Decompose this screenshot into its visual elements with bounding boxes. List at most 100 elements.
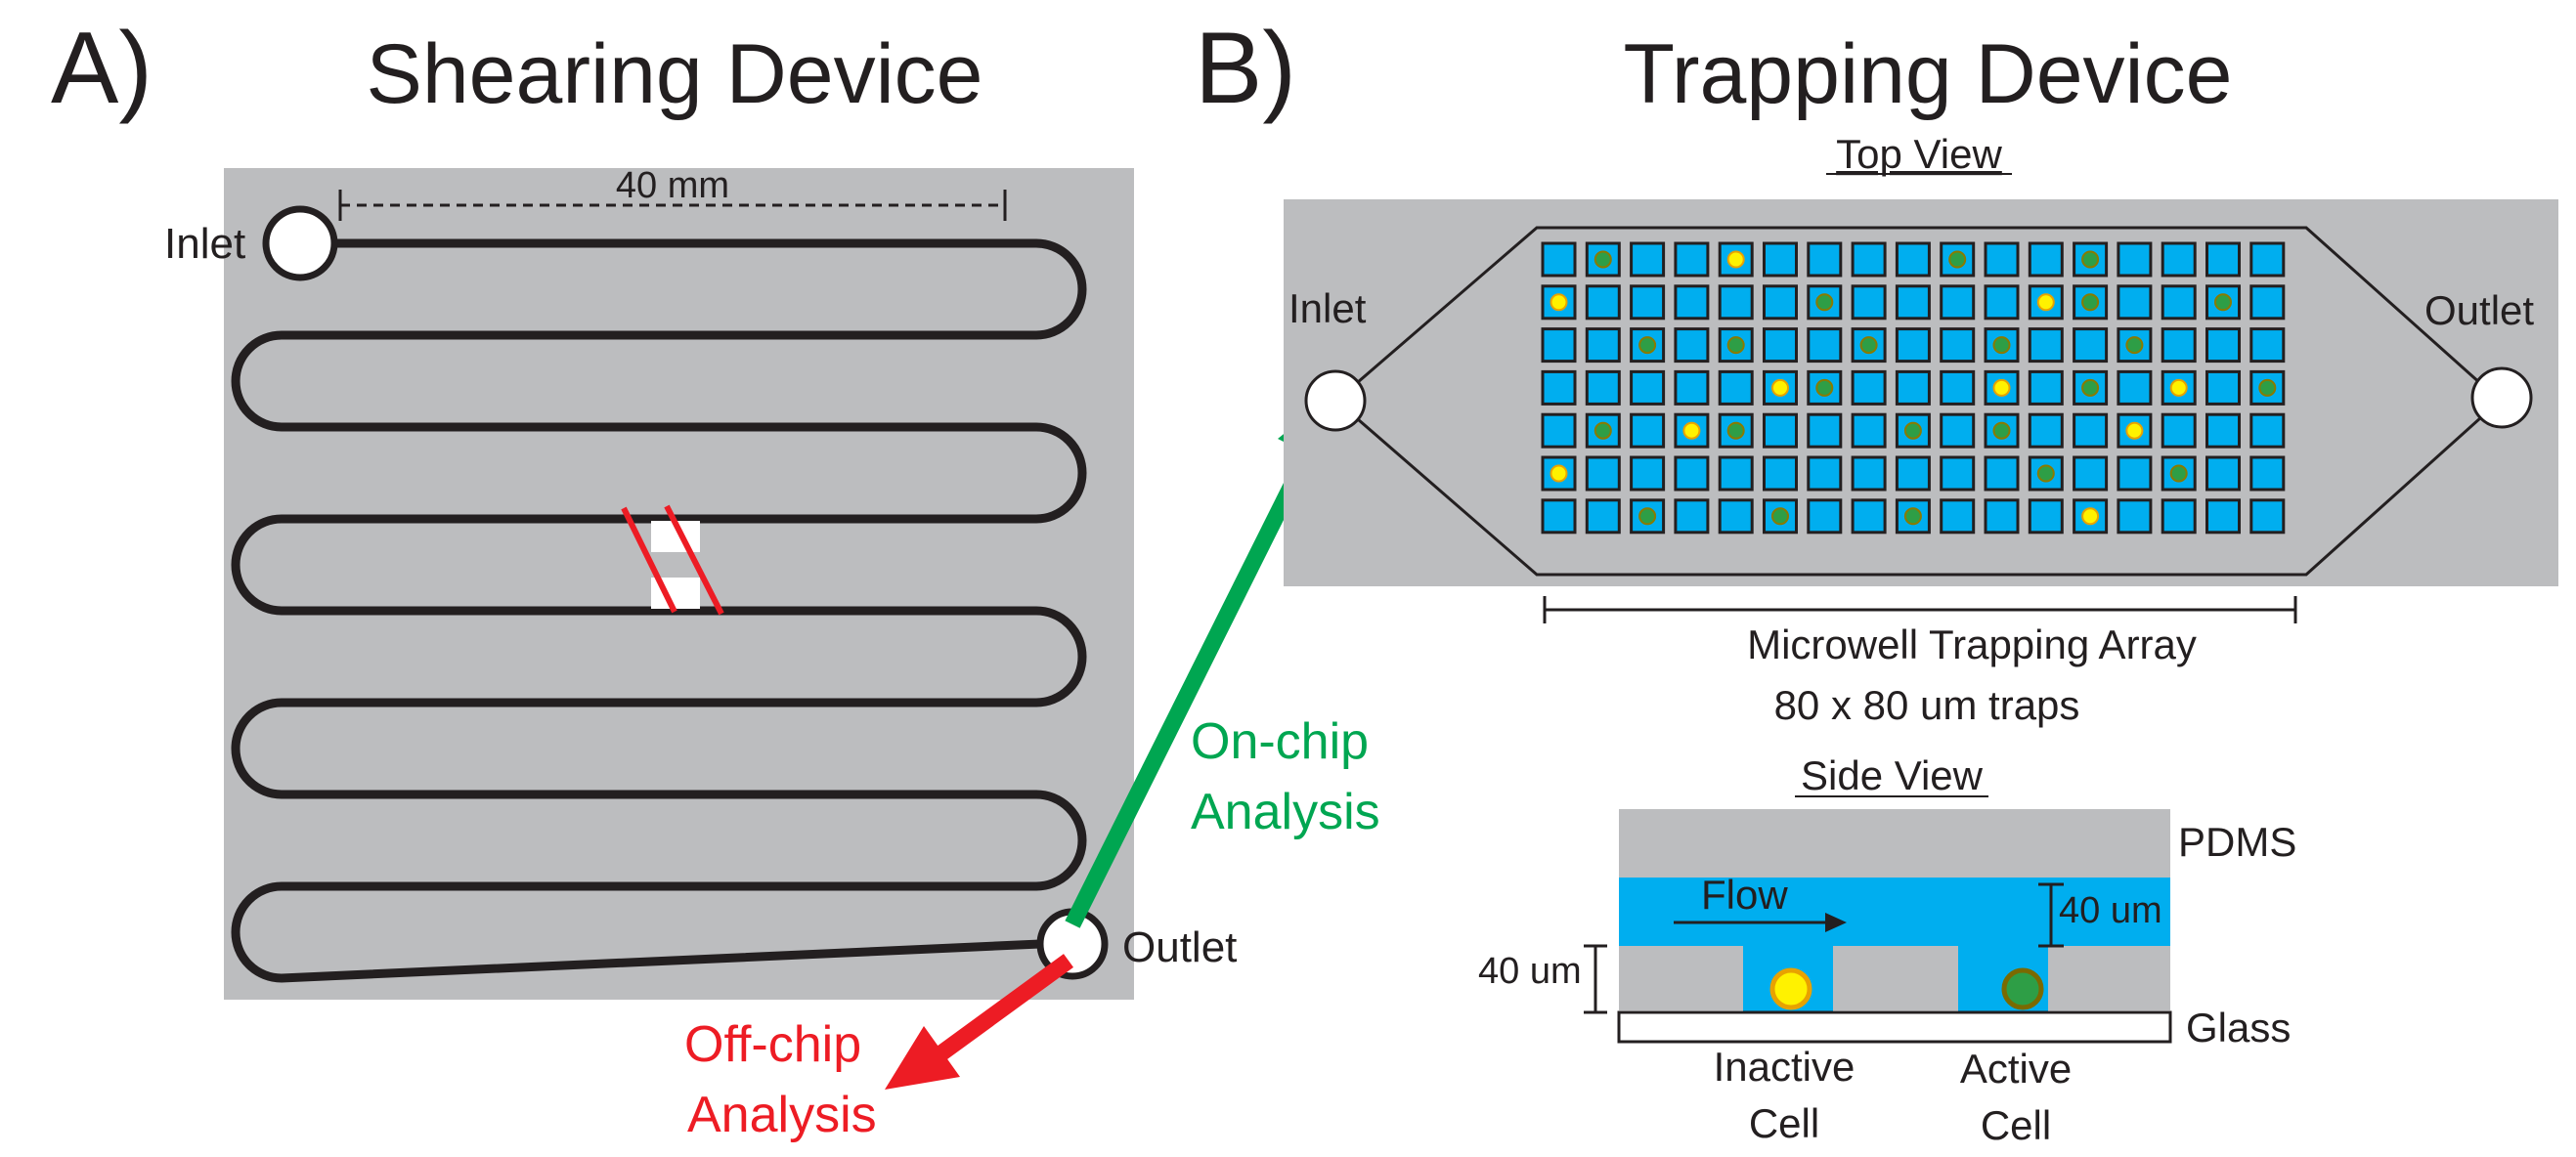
active-cell bbox=[1903, 507, 1922, 526]
microwell bbox=[1630, 284, 1666, 321]
microwell bbox=[1763, 412, 1798, 449]
trapping-inlet-label: Inlet bbox=[1288, 285, 1367, 331]
glass-label: Glass bbox=[2186, 1005, 2291, 1050]
microwell bbox=[1895, 369, 1931, 406]
inactive-label-line2: Cell bbox=[1749, 1100, 1819, 1146]
microwell bbox=[1940, 369, 1976, 406]
microwell bbox=[1674, 284, 1710, 321]
active-cell bbox=[1638, 507, 1657, 526]
microwell bbox=[2205, 327, 2241, 364]
off-chip-label-line1: Off-chip bbox=[684, 1016, 861, 1073]
off-chip-label-line2: Analysis bbox=[687, 1087, 877, 1143]
microwell bbox=[2249, 327, 2286, 364]
microwell bbox=[1630, 412, 1666, 449]
microwell bbox=[2161, 241, 2197, 278]
pdms-label: PDMS bbox=[2178, 819, 2296, 865]
microwell bbox=[1585, 498, 1621, 535]
inactive-cell bbox=[1992, 378, 2011, 397]
glass-layer bbox=[1617, 1010, 2172, 1044]
off-chip-arrowhead bbox=[885, 1026, 960, 1090]
microwell bbox=[1940, 498, 1976, 535]
microwell bbox=[1984, 241, 2020, 278]
inactive-cell bbox=[2125, 421, 2144, 440]
microwell-grid bbox=[1541, 241, 2286, 535]
microwell bbox=[2205, 412, 2241, 449]
microwell bbox=[1851, 455, 1887, 492]
array-dimension-bar bbox=[1543, 596, 2297, 623]
microwell bbox=[2073, 455, 2109, 492]
microwell bbox=[1718, 284, 1754, 321]
active-cell bbox=[2214, 293, 2232, 312]
microwell bbox=[1940, 327, 1976, 364]
microwell bbox=[2161, 284, 2197, 321]
active-cell bbox=[2081, 378, 2100, 397]
active-cell bbox=[1771, 507, 1789, 526]
flow-arrow bbox=[1674, 913, 1847, 932]
active-cell bbox=[1903, 421, 1922, 440]
microwell bbox=[1851, 241, 1887, 278]
microwell bbox=[1674, 412, 1710, 449]
active-cell bbox=[1594, 421, 1612, 440]
scale-bar-label: 40 mm bbox=[616, 165, 729, 206]
microwell bbox=[2249, 412, 2286, 449]
trapping-outlet-label: Outlet bbox=[2424, 287, 2534, 333]
active-cell bbox=[2081, 250, 2100, 269]
microwell bbox=[2117, 369, 2153, 406]
panel-a-letter: A) bbox=[51, 12, 153, 125]
microwell bbox=[1984, 412, 2020, 449]
active-cell bbox=[1948, 250, 1967, 269]
microwell bbox=[1585, 327, 1621, 364]
microwell bbox=[1763, 455, 1798, 492]
microwell bbox=[2028, 412, 2064, 449]
shearing-outlet-label: Outlet bbox=[1122, 923, 1237, 971]
microwell bbox=[2073, 241, 2109, 278]
microwell bbox=[2028, 498, 2064, 535]
side-view-label: Side View bbox=[1801, 752, 1984, 798]
microwell bbox=[1851, 369, 1887, 406]
active-cell bbox=[1815, 378, 1834, 397]
panel-a: A) Shearing Device 40 mm Inlet Outlet bbox=[51, 12, 1380, 1143]
microwell bbox=[1984, 455, 2020, 492]
microwell bbox=[1674, 498, 1710, 535]
inactive-cell bbox=[2081, 507, 2100, 526]
microwell bbox=[1630, 369, 1666, 406]
microwell bbox=[1940, 412, 1976, 449]
microwell bbox=[1895, 241, 1931, 278]
flow-channel bbox=[1619, 878, 2170, 946]
microwell bbox=[2205, 498, 2241, 535]
active-cell bbox=[1992, 421, 2011, 440]
panel-a-title: Shearing Device bbox=[366, 27, 982, 121]
microwell bbox=[1807, 455, 1843, 492]
microwell bbox=[1718, 498, 1754, 535]
microwell bbox=[2028, 241, 2064, 278]
microwell bbox=[2117, 284, 2153, 321]
top-view-label: Top View bbox=[1836, 131, 2002, 177]
microwell bbox=[1541, 241, 1577, 278]
microwell bbox=[1585, 412, 1621, 449]
channel-height-bracket bbox=[2038, 882, 2064, 948]
microwell bbox=[2073, 284, 2109, 321]
microwell bbox=[1807, 327, 1843, 364]
on-chip-arrow bbox=[1065, 450, 1315, 928]
panel-b-title: Trapping Device bbox=[1624, 27, 2233, 121]
active-cell bbox=[2169, 464, 2188, 483]
microwell bbox=[2249, 498, 2286, 535]
microwell bbox=[1763, 241, 1798, 278]
microwell bbox=[1763, 284, 1798, 321]
microwell bbox=[1674, 455, 1710, 492]
active-cell bbox=[2258, 378, 2277, 397]
inactive-label-line1: Inactive bbox=[1714, 1044, 1856, 1090]
microwell bbox=[2161, 412, 2197, 449]
microwell bbox=[2205, 455, 2241, 492]
microwell bbox=[1895, 327, 1931, 364]
inactive-cell bbox=[1682, 421, 1701, 440]
microwell bbox=[1851, 412, 1887, 449]
active-cell bbox=[1726, 421, 1745, 440]
panel-b: B) Trapping Device Top View Inlet Outlet… bbox=[1195, 12, 2558, 1148]
inactive-cell bbox=[1726, 250, 1745, 269]
active-cell bbox=[1726, 336, 1745, 355]
microwell bbox=[2205, 369, 2241, 406]
microwell bbox=[1940, 455, 1976, 492]
flow-label: Flow bbox=[1701, 872, 1788, 918]
active-cell bbox=[2125, 336, 2144, 355]
